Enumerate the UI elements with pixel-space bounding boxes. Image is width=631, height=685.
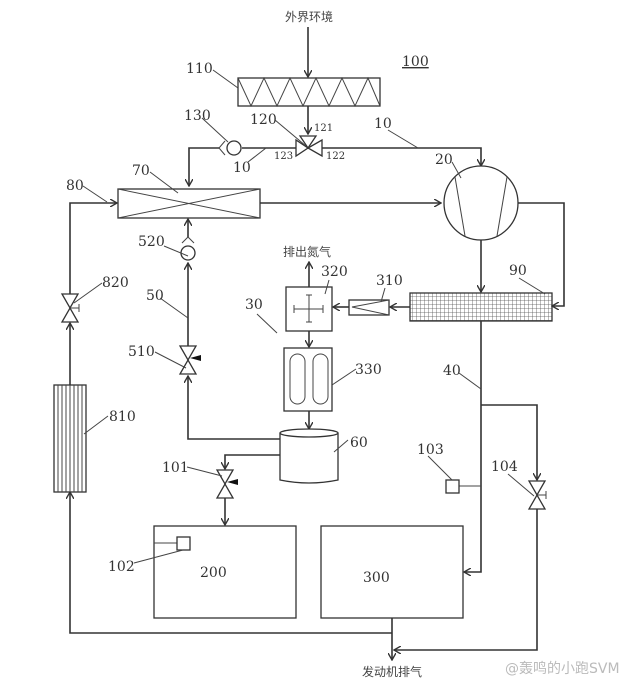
system-label: 100 <box>402 54 429 70</box>
pipe-130-to-70 <box>189 147 219 186</box>
label-820: 820 <box>102 275 129 291</box>
label-40: 40 <box>443 363 461 379</box>
pipe-40 <box>464 321 482 572</box>
label-50: 50 <box>146 288 164 304</box>
valve-820 <box>60 293 80 323</box>
watermark: @轰鸣的小跑SVM <box>505 660 620 677</box>
heat-exchanger-110 <box>237 76 381 108</box>
label-110: 110 <box>186 61 213 77</box>
sensor-103 <box>445 479 481 494</box>
label-60: 60 <box>350 435 368 451</box>
label-102: 102 <box>108 559 135 575</box>
label-520: 520 <box>138 234 165 250</box>
pipe-80 <box>69 203 117 294</box>
pipe-40-to-104 <box>481 404 537 480</box>
label-80: 80 <box>66 178 84 194</box>
compressor-20 <box>443 165 519 241</box>
label-90: 90 <box>509 263 527 279</box>
check-valve-130 <box>218 140 242 156</box>
label-104: 104 <box>491 459 518 475</box>
check-valve-520 <box>180 236 196 261</box>
label-121: 121 <box>314 123 333 134</box>
label-103: 103 <box>417 442 444 458</box>
label-130: 130 <box>184 108 211 124</box>
three-way-valve-120 <box>295 135 323 158</box>
label-200: 200 <box>200 565 227 581</box>
label-20: 20 <box>435 152 453 168</box>
label-320: 320 <box>321 264 348 280</box>
label-122: 122 <box>326 151 345 162</box>
label-120: 120 <box>250 112 277 128</box>
sensor-102 <box>154 536 191 551</box>
valve-104 <box>527 480 547 510</box>
control-valve-510 <box>178 345 201 375</box>
label-310: 310 <box>376 273 403 289</box>
label-30: 30 <box>245 297 263 313</box>
heat-exchanger-810 <box>53 384 87 493</box>
label-810: 810 <box>109 409 136 425</box>
label-300: 300 <box>363 570 390 586</box>
tank-60 <box>279 428 339 484</box>
label-10-left: 10 <box>233 160 251 176</box>
membrane-330 <box>283 347 333 412</box>
label-101: 101 <box>162 460 189 476</box>
label-330: 330 <box>355 362 382 378</box>
block-300 <box>320 525 464 619</box>
pipe-104-to-exhaust <box>394 509 538 650</box>
control-valve-101 <box>215 469 238 499</box>
heat-exchanger-70 <box>117 188 261 219</box>
label-10-right: 10 <box>374 116 392 132</box>
pipe-60-to-101 <box>225 454 280 469</box>
nitrogen-out-label: 排出氮气 <box>283 244 331 259</box>
label-123: 123 <box>274 151 293 162</box>
label-70: 70 <box>132 163 150 179</box>
ambient-label: 外界环境 <box>285 9 333 24</box>
pipe-10-to-compressor <box>322 147 481 166</box>
pipe-60-to-510 <box>188 376 280 440</box>
engine-exhaust-label: 发动机排气 <box>362 664 422 679</box>
label-510: 510 <box>128 344 155 360</box>
pipe-exhaust-to-810 <box>70 492 392 634</box>
heat-exchanger-90 <box>409 292 553 322</box>
filter-310 <box>348 299 390 316</box>
pipe-compressor-to-90 <box>518 202 565 306</box>
